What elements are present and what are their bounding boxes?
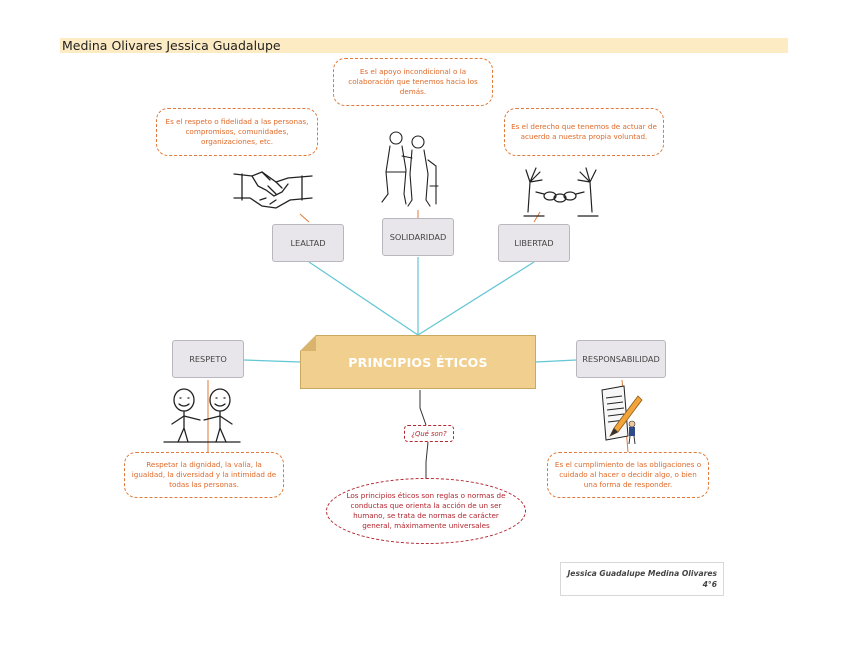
node-libertad[interactable]: LIBERTAD [498,224,570,262]
signature-box: Jessica Guadalupe Medina Olivares 4°6 [560,562,724,596]
respeto-definition: Respetar la dignidad, la valía, la igual… [124,452,284,498]
handshake-illustration [233,171,313,209]
lealtad-definition: Es el respeto o fidelidad a las personas… [156,108,318,156]
node-solidaridad[interactable]: SOLIDARIDAD [382,218,454,256]
libertad-definition: Es el derecho que tenemos de actuar de a… [504,108,664,156]
node-lealtad[interactable]: LEALTAD [272,224,344,262]
header-bar [60,38,788,53]
central-node-fold [300,335,316,351]
responsabilidad-definition: Es el cumplimiento de las obligaciones o… [547,452,709,498]
node-respeto[interactable]: RESPETO [172,340,244,378]
node-responsabilidad[interactable]: RESPONSABILIDAD [576,340,666,378]
solidaridad-definition: Es el apoyo incondicional o la colaborac… [333,58,493,106]
pencil-person-illustration [601,385,643,445]
question-label: ¿Qué son? [404,425,454,442]
author-header: Medina Olivares Jessica Guadalupe [62,38,281,53]
elderly-couple-illustration [381,131,439,207]
principles-definition: Los principios éticos son reglas o norma… [326,478,526,544]
greeting-people-illustration [163,388,241,443]
central-node-principios-eticos[interactable]: PRINCIPIOS ÉTICOS [300,335,536,389]
broken-chains-illustration [523,167,599,217]
signature-name: Jessica Guadalupe Medina Olivares [567,569,717,578]
signature-group: 4°6 [702,580,717,589]
